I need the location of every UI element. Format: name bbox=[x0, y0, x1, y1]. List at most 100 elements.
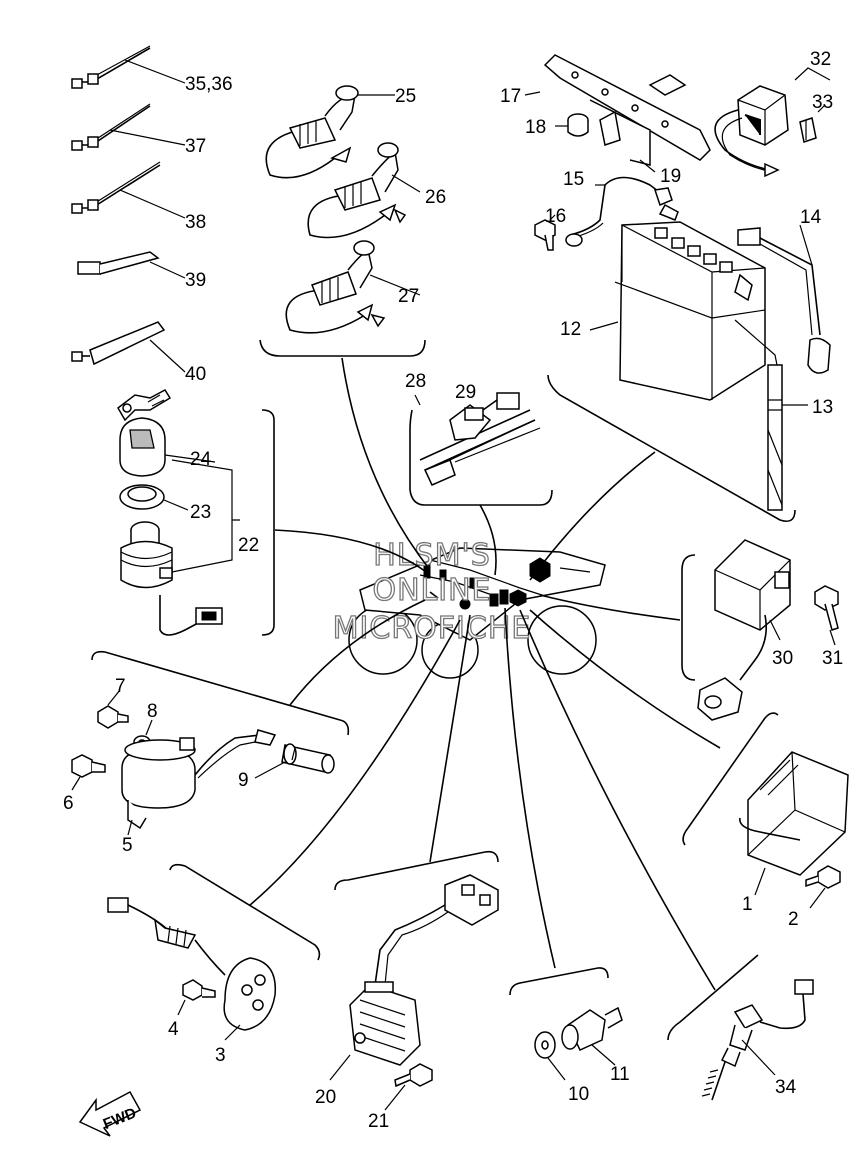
rectifier-group bbox=[329, 850, 499, 1111]
harness-28-29-group bbox=[409, 392, 553, 506]
label-34: 34 bbox=[775, 1077, 797, 1098]
label-16: 16 bbox=[545, 206, 566, 227]
switch-11 bbox=[561, 1006, 623, 1066]
cable-tie-35-36 bbox=[71, 45, 186, 89]
label-1: 1 bbox=[742, 894, 753, 915]
label-3: 3 bbox=[215, 1045, 226, 1066]
label-39: 39 bbox=[185, 270, 206, 291]
label-12: 12 bbox=[560, 319, 581, 340]
part-labels: 35,36 37 38 39 40 25 26 27 24 23 22 7 8 … bbox=[63, 49, 843, 1132]
switch-bracket bbox=[261, 409, 275, 636]
label-35-36: 35,36 bbox=[185, 74, 233, 95]
cable-tie-37 bbox=[71, 103, 186, 151]
spark-plug-lead-27 bbox=[285, 240, 421, 334]
connector-rectifier bbox=[374, 874, 499, 986]
frame-harness-center bbox=[348, 547, 606, 679]
switch-body-22 bbox=[120, 521, 223, 636]
bracket-group bbox=[524, 54, 711, 173]
label-5: 5 bbox=[122, 835, 133, 856]
label-28: 28 bbox=[405, 371, 426, 392]
fwd-arrow: FWD bbox=[78, 1090, 142, 1137]
label-8: 8 bbox=[147, 701, 158, 722]
watermark-line-2: ONLINE bbox=[372, 573, 491, 608]
label-25: 25 bbox=[395, 86, 416, 107]
ignition-coil-5 bbox=[121, 729, 277, 836]
label-27: 27 bbox=[398, 286, 419, 307]
ignition-coil-group bbox=[71, 650, 350, 836]
battery-group bbox=[534, 176, 831, 523]
gasket-10 bbox=[534, 1031, 566, 1081]
screw-2 bbox=[805, 865, 841, 909]
watermark-line-3: MICROFICHE bbox=[333, 611, 532, 646]
battery-12 bbox=[589, 221, 766, 401]
label-38: 38 bbox=[185, 212, 206, 233]
label-2: 2 bbox=[788, 909, 799, 930]
label-23: 23 bbox=[190, 502, 211, 523]
label-30: 30 bbox=[772, 648, 793, 669]
cdi-unit-group bbox=[682, 712, 849, 909]
watermark: HLSM'S ONLINE MICROFICHE bbox=[332, 537, 532, 646]
screw-4 bbox=[177, 979, 216, 1016]
switch-cover-24 bbox=[119, 417, 216, 477]
label-40: 40 bbox=[185, 364, 206, 385]
damper-18 bbox=[555, 113, 589, 137]
label-22: 22 bbox=[238, 535, 259, 556]
label-18: 18 bbox=[525, 117, 546, 138]
spark-plug-lead-26 bbox=[307, 142, 421, 239]
label-20: 20 bbox=[315, 1087, 336, 1108]
bracket-17 bbox=[524, 54, 711, 166]
plug-cap-9 bbox=[254, 743, 335, 779]
cable-tie-39 bbox=[77, 251, 186, 279]
label-10: 10 bbox=[568, 1084, 589, 1105]
cdi-unit-1 bbox=[739, 751, 849, 896]
leader-lines bbox=[249, 357, 721, 991]
label-9: 9 bbox=[238, 770, 249, 791]
label-13: 13 bbox=[812, 397, 833, 418]
relay-group bbox=[681, 539, 839, 721]
vent-hose-13 bbox=[734, 319, 808, 511]
bolt-7 bbox=[97, 689, 129, 729]
spark-plug-leads-group bbox=[259, 85, 426, 357]
watermark-line-1: HLSM'S bbox=[373, 538, 491, 573]
cable-tie-40 bbox=[71, 321, 186, 373]
switch-nut-23 bbox=[119, 484, 189, 511]
label-6: 6 bbox=[63, 793, 74, 814]
label-14: 14 bbox=[800, 207, 822, 228]
label-29: 29 bbox=[455, 382, 476, 403]
sensor-group bbox=[107, 863, 321, 1041]
relay-32-group bbox=[714, 67, 831, 178]
label-21: 21 bbox=[368, 1111, 389, 1132]
relay-30 bbox=[697, 539, 791, 721]
fuse-33 bbox=[799, 104, 826, 143]
spark-plug-lead-25 bbox=[265, 85, 395, 179]
rectifier-20 bbox=[329, 981, 421, 1081]
label-19: 19 bbox=[660, 166, 681, 187]
label-32: 32 bbox=[810, 49, 831, 70]
lead-14 bbox=[737, 224, 831, 374]
bolt-6 bbox=[71, 754, 106, 791]
label-15: 15 bbox=[563, 169, 584, 190]
key bbox=[117, 389, 172, 422]
label-31: 31 bbox=[822, 648, 843, 669]
neutral-switch-group bbox=[509, 967, 623, 1081]
cable-tie-38 bbox=[71, 161, 186, 219]
label-24: 24 bbox=[190, 449, 212, 470]
label-7: 7 bbox=[115, 676, 126, 697]
label-37: 37 bbox=[185, 136, 206, 157]
screw-21 bbox=[384, 1063, 433, 1111]
bolt-31 bbox=[814, 585, 839, 646]
clamp-19 bbox=[599, 110, 656, 173]
main-switch-group bbox=[117, 389, 275, 636]
bolt-16 bbox=[534, 214, 556, 251]
label-26: 26 bbox=[425, 187, 446, 208]
label-11: 11 bbox=[610, 1064, 630, 1085]
label-17: 17 bbox=[500, 86, 521, 107]
sensor-34-group bbox=[667, 954, 814, 1101]
label-4: 4 bbox=[168, 1019, 179, 1040]
lead-15 bbox=[565, 176, 679, 247]
leads-bracket bbox=[259, 339, 426, 357]
label-33: 33 bbox=[812, 92, 833, 113]
relay-32 bbox=[714, 85, 789, 178]
